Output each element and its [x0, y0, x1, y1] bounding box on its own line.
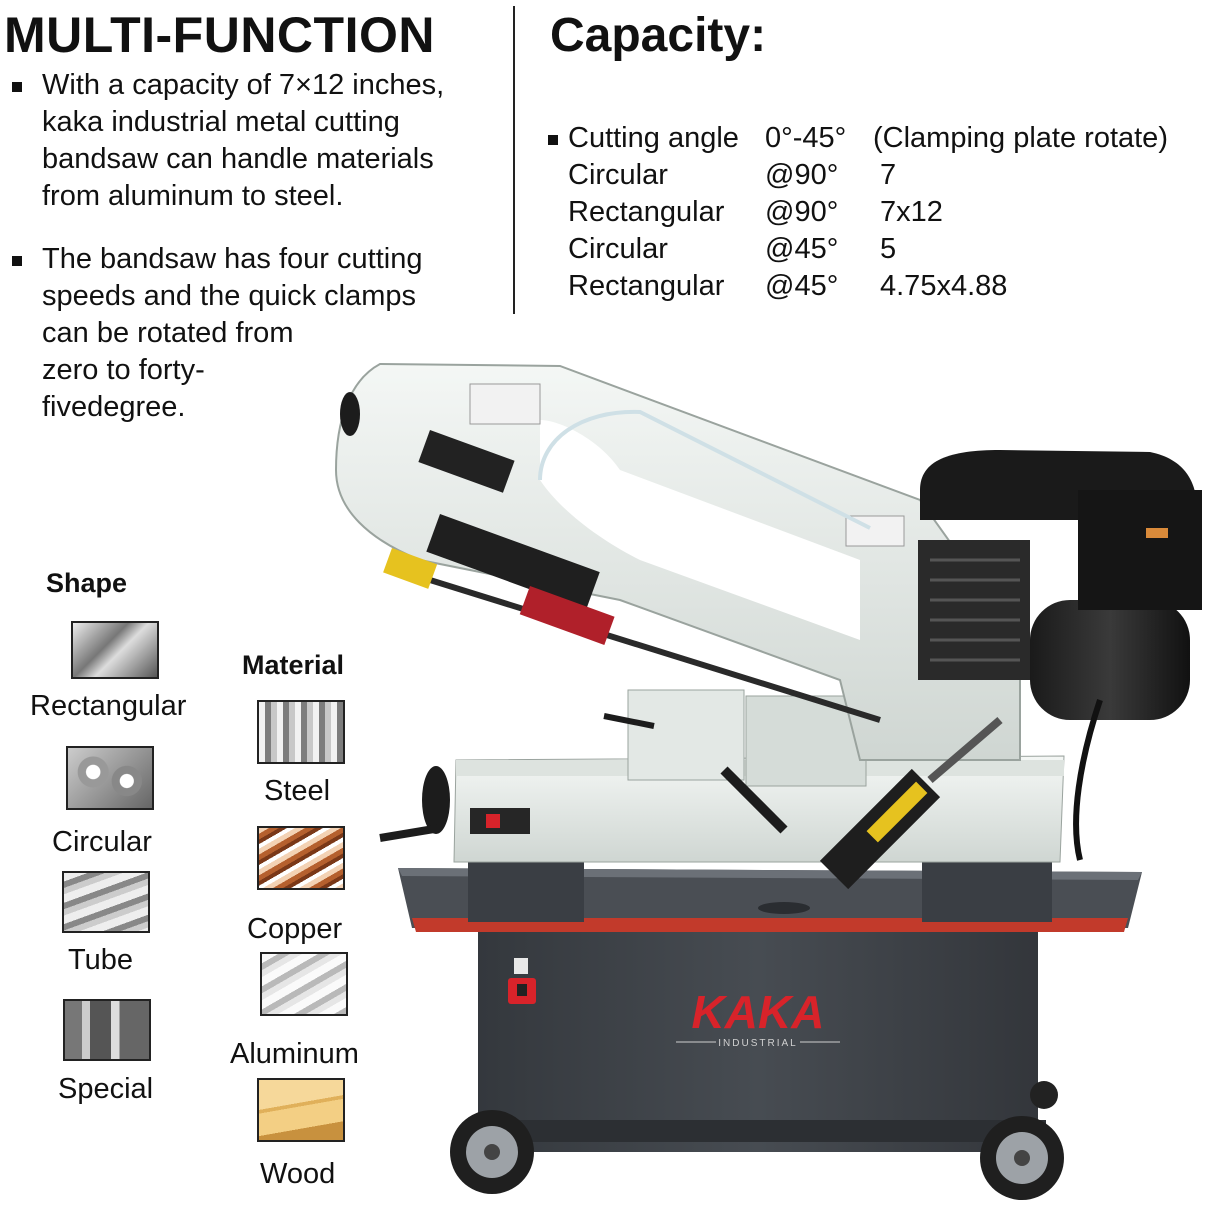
cabinet-base: [478, 922, 1038, 1152]
material-label-aluminum: Aluminum: [230, 1038, 359, 1070]
bullet-square-icon: [12, 256, 22, 266]
wood-material-image: [257, 1078, 345, 1142]
stand-left: [468, 862, 584, 922]
cabinet-switch: [508, 958, 536, 1004]
special-shape-image: [63, 999, 151, 1061]
shape-label-circular: Circular: [52, 826, 152, 858]
steel-material-image: [257, 700, 345, 764]
bullet-speeds: The bandsaw has four cutting speeds and …: [0, 0, 510, 430]
shape-heading: Shape: [46, 568, 128, 598]
capacity-angle: @90°: [765, 159, 839, 191]
stand-right: [922, 862, 1052, 922]
circular-shape-image: [66, 746, 154, 810]
bullet-line: zero to forty-: [42, 354, 205, 386]
capacity-shape: Cutting angle: [568, 122, 739, 154]
motor-gearbox: [918, 450, 1202, 861]
capacity-title: Capacity:: [550, 9, 767, 62]
bullet-line: bandsaw can handle materials: [42, 143, 434, 175]
bullet-capacity: With a capacity of 7×12 inches, kaka ind…: [0, 0, 510, 230]
capacity-value: 7: [880, 159, 897, 191]
capacity-angle: @45°: [765, 233, 839, 265]
capacity-table: Cutting angle 0°-45° (Clamping plate rot…: [0, 0, 1214, 320]
capacity-value: 4.75x4.88: [880, 270, 1008, 302]
capacity-shape: Rectangular: [568, 196, 725, 228]
bullet-line: kaka industrial metal cutting: [42, 106, 400, 138]
column-divider: [513, 6, 515, 314]
bullet-line: can be rotated from: [42, 317, 294, 349]
capacity-angle: @45°: [765, 270, 839, 302]
shape-label-tube: Tube: [68, 944, 134, 976]
wheels: [450, 1081, 1064, 1200]
bullet-square-icon: [12, 82, 22, 92]
kaka-logo: KAKA INDUSTRIAL: [676, 986, 840, 1049]
bullet-line: speeds and the quick clamps: [42, 280, 416, 312]
capacity-value: 7x12: [880, 196, 943, 228]
material-label-steel: Steel: [264, 775, 331, 807]
brand-name: KAKA: [692, 986, 825, 1038]
shape-label-special: Special: [58, 1073, 154, 1105]
bullet-line: The bandsaw has four cutting: [42, 243, 423, 275]
rectangular-shape-image: [71, 621, 159, 679]
material-label-wood: Wood: [260, 1158, 336, 1190]
multi-function-title: MULTI-FUNCTION: [4, 7, 435, 63]
capacity-shape: Circular: [568, 233, 668, 265]
bullet-line: fivedegree.: [42, 391, 186, 423]
brand-sub: INDUSTRIAL: [718, 1038, 797, 1049]
tube-shape-image: [62, 871, 150, 933]
capacity-angle: 0°-45°: [765, 122, 847, 154]
capacity-value: 5: [880, 233, 897, 265]
hydraulic-cylinder: [819, 716, 1003, 890]
copper-material-image: [257, 826, 345, 890]
capacity-value: (Clamping plate rotate): [873, 122, 1168, 154]
bullet-line: With a capacity of 7×12 inches,: [42, 69, 445, 101]
material-label-copper: Copper: [247, 913, 343, 945]
capacity-shape: Rectangular: [568, 270, 725, 302]
bullet-line: from aluminum to steel.: [42, 180, 344, 212]
saw-bow-arm: [334, 362, 1021, 761]
shape-label-rectangular: Rectangular: [30, 690, 187, 722]
bullet-square-icon: [548, 135, 558, 145]
material-heading: Material: [242, 650, 345, 680]
aluminum-material-image: [260, 952, 348, 1016]
capacity-angle: @90°: [765, 196, 839, 228]
capacity-shape: Circular: [568, 159, 668, 191]
